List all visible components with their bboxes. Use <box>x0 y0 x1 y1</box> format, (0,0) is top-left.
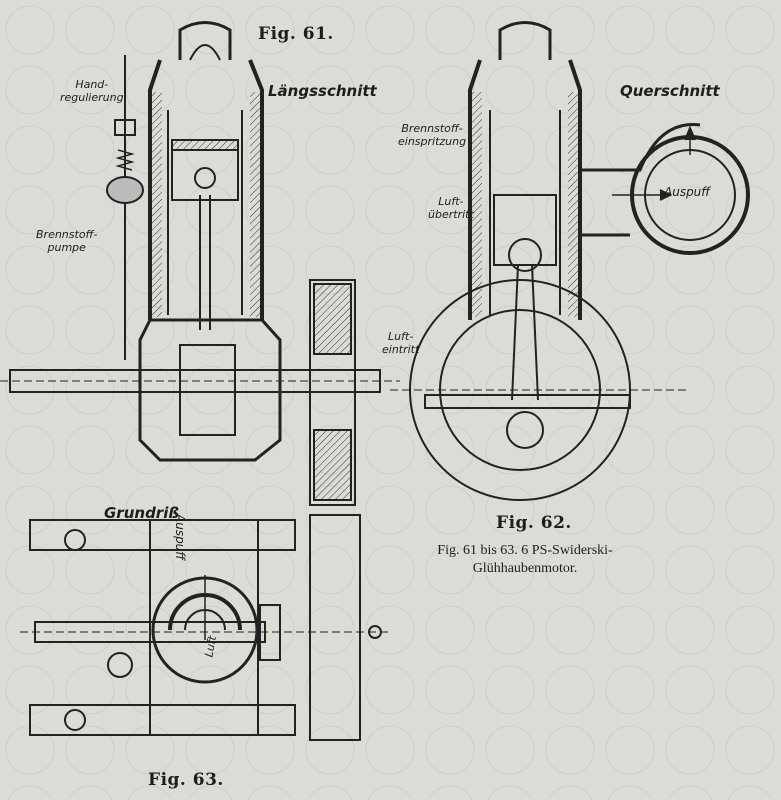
label-fuel-pump-line2: pumpe <box>47 241 86 254</box>
fig61-drawing <box>0 21 400 506</box>
figure-caption: Fig. 61 bis 63. 6 PS-Swiderski- Glühhaub… <box>420 542 630 578</box>
fig62-number: Fig. 62. <box>496 513 572 533</box>
fig62-view-title: Querschnitt <box>620 82 720 100</box>
label-hand-regulation-line2: regulierung <box>60 91 124 104</box>
label-exhaust-side: Auspuff <box>664 185 710 199</box>
label-air-transfer-line2: übertritt <box>428 208 474 221</box>
label-air-inlet: Luft- eintritt <box>382 330 419 356</box>
fig61-view-title: Längsschnitt <box>268 82 377 100</box>
label-fuel-pump: Brennstoff- pumpe <box>36 228 97 254</box>
caption-line2: Glühhaubenmotor. <box>472 561 578 576</box>
label-fuel-pump-line1: Brennstoff- <box>36 228 98 241</box>
label-air-inlet-line2: eintritt <box>382 343 420 356</box>
fig62-drawing <box>390 21 750 501</box>
label-air-transfer-line1: Luft- <box>438 195 464 208</box>
fig61-number: Fig. 61. <box>258 24 334 44</box>
fig63-number: Fig. 63. <box>148 770 224 790</box>
label-air-transfer: Luft- übertritt <box>428 195 474 221</box>
fig63-view-title: Grundriß <box>104 504 180 522</box>
label-fuel-injection-line1: Brennstoff- <box>401 122 463 135</box>
fig63-drawing <box>20 514 390 741</box>
label-hand-regulation-line1: Hand- <box>75 78 109 91</box>
label-exhaust-plan: Auspuff <box>173 514 187 560</box>
caption-line1: Fig. 61 bis 63. 6 PS-Swiderski- <box>437 543 613 558</box>
label-fuel-injection: Brennstoff- einspritzung <box>398 122 466 148</box>
label-hand-regulation: Hand- regulierung <box>60 78 124 104</box>
label-air-inlet-line1: Luft- <box>388 330 414 343</box>
label-fuel-injection-line2: einspritzung <box>398 135 467 148</box>
